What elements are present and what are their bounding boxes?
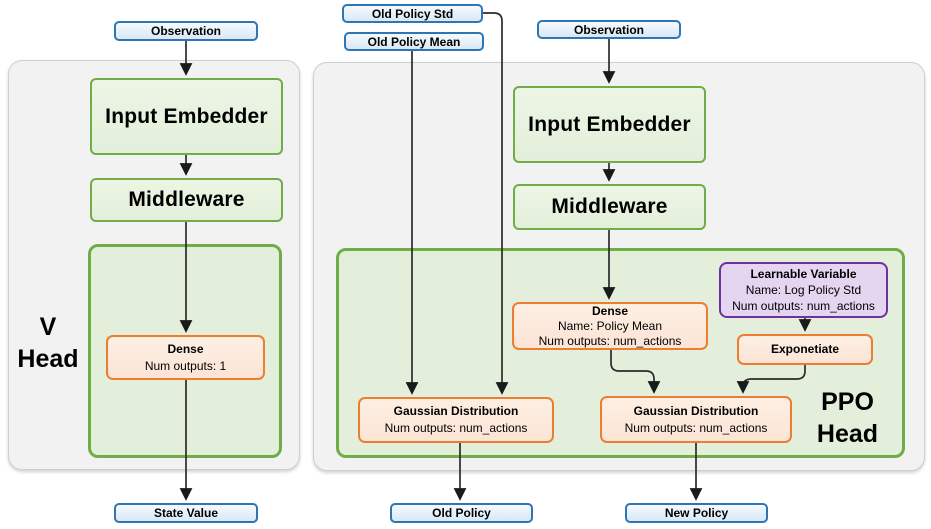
- input-embedder-node-right: Input Embedder: [513, 86, 706, 163]
- old-policy-node: Old Policy: [390, 503, 533, 523]
- observation-label-right: Observation: [573, 22, 645, 37]
- gaussian-distribution-old-node: Gaussian Distribution Num outputs: num_a…: [358, 397, 554, 443]
- new-policy-node: New Policy: [625, 503, 768, 523]
- gaussian-old-outputs: Num outputs: num_actions: [384, 421, 528, 435]
- input-embedder-label-left: Input Embedder: [105, 104, 268, 128]
- ppo-head-label: PPO Head: [816, 388, 879, 448]
- exponetiate-node: Exponetiate: [737, 334, 873, 365]
- middleware-label-left: Middleware: [128, 188, 245, 211]
- dense-title-left: Dense: [167, 341, 204, 356]
- dense-node-left: Dense Num outputs: 1: [106, 335, 265, 380]
- observation-node-left: Observation: [114, 21, 258, 41]
- input-embedder-label-right: Input Embedder: [528, 112, 691, 136]
- dense-outputs-right: Num outputs: num_actions: [538, 333, 682, 348]
- gaussian-old-title: Gaussian Distribution: [393, 404, 519, 418]
- observation-node-right: Observation: [537, 20, 681, 39]
- old-policy-std-label: Old Policy Std: [371, 6, 454, 21]
- dense-node-right: Dense Name: Policy Mean Num outputs: num…: [512, 302, 708, 350]
- v-head-label: V Head: [17, 313, 79, 373]
- dense-outputs-left: Num outputs: 1: [144, 358, 227, 373]
- learnable-variable-name: Name: Log Policy Std: [745, 283, 862, 297]
- state-value-node: State Value: [114, 503, 258, 523]
- input-embedder-node-left: Input Embedder: [90, 78, 283, 155]
- new-policy-label: New Policy: [664, 506, 729, 520]
- exponetiate-label: Exponetiate: [770, 342, 839, 356]
- learnable-variable-outputs: Num outputs: num_actions: [732, 299, 875, 313]
- learnable-variable-title: Learnable Variable: [750, 267, 857, 281]
- old-policy-std-node: Old Policy Std: [342, 4, 483, 23]
- middleware-node-left: Middleware: [90, 178, 283, 222]
- dense-title-right: Dense: [591, 303, 629, 318]
- old-policy-mean-label: Old Policy Mean: [367, 34, 461, 49]
- learnable-variable-node: Learnable Variable Name: Log Policy Std …: [719, 262, 888, 318]
- gaussian-distribution-new-node: Gaussian Distribution Num outputs: num_a…: [600, 396, 792, 443]
- observation-label-left: Observation: [150, 24, 222, 38]
- gaussian-new-title: Gaussian Distribution: [633, 403, 759, 418]
- state-value-label: State Value: [153, 506, 219, 520]
- gaussian-new-outputs: Num outputs: num_actions: [624, 420, 768, 435]
- old-policy-label: Old Policy: [432, 506, 491, 520]
- old-policy-mean-node: Old Policy Mean: [344, 32, 484, 51]
- middleware-label-right: Middleware: [551, 195, 668, 218]
- middleware-node-right: Middleware: [513, 184, 706, 230]
- dense-name-right: Name: Policy Mean: [557, 318, 663, 333]
